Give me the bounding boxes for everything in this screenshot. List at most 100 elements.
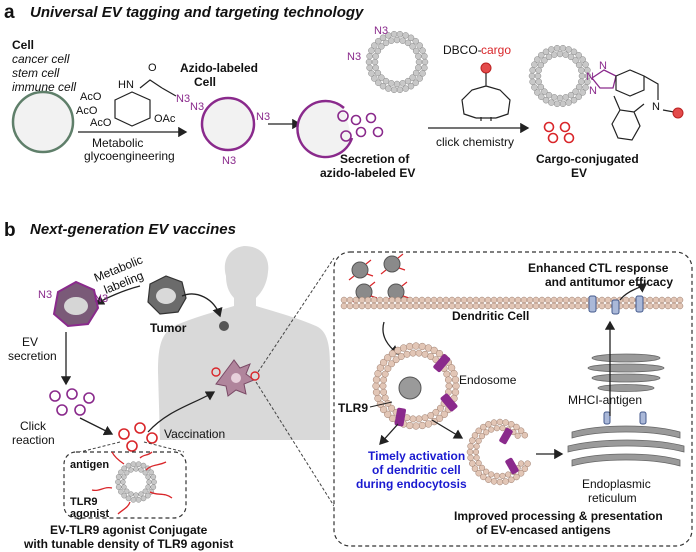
sugar-n3: N3 [176, 93, 190, 105]
lipid-bead [115, 484, 122, 490]
membrane-bead [418, 302, 426, 310]
membrane-bead [574, 296, 582, 304]
membrane-bead [346, 302, 354, 310]
membrane-bead [418, 296, 426, 304]
lipid-bead [393, 80, 401, 88]
lipid-bead [392, 356, 400, 364]
dbco-prefix: DBCO- [443, 43, 482, 57]
lipid-bead [151, 479, 157, 485]
conjugate-caption-1: EV-TLR9 agonist Conjugate [50, 523, 208, 537]
lipid-bead [402, 32, 409, 39]
lipid-bead [140, 462, 147, 469]
lipid-bead [578, 72, 586, 80]
lipid-bead [541, 88, 548, 95]
membrane-bead [532, 296, 540, 304]
cell-type-2: stem cell [12, 66, 60, 80]
lipid-bead [469, 460, 476, 467]
lipid-bead [471, 432, 479, 439]
membrane-bead [664, 302, 672, 310]
lipid-bead [419, 70, 426, 77]
lipid-bead [148, 469, 154, 476]
membrane-bead [628, 302, 636, 310]
source-cell-circle [11, 90, 75, 154]
lipid-bead [404, 39, 412, 47]
lipid-bead [542, 48, 550, 56]
azido-cell-label-1: Azido-labeled [180, 61, 258, 75]
secretion-label-1: Secretion of [340, 152, 410, 166]
conjugate-caption-2: with tunable density of TLR9 agonist [23, 537, 233, 551]
arrow-metabolic-labeling [94, 285, 141, 305]
membrane-bead [652, 296, 660, 304]
triazole-n-mid: N [586, 71, 594, 83]
membrane-bead [406, 296, 414, 304]
azide-label-3: N3 [222, 155, 236, 167]
vaccination-label: Vaccination [164, 427, 225, 441]
lipid-bead [138, 467, 144, 473]
dendritic-membrane [340, 296, 684, 310]
conjugated-ev-group: N N N N Cargo-conjugated EV [528, 44, 684, 180]
arrow-ctl [619, 283, 648, 301]
metabolic-label-2: glycoengineering [84, 149, 175, 163]
lipid-bead [412, 422, 420, 430]
membrane-bead [430, 302, 438, 310]
lipid-bead [579, 89, 586, 96]
lipid-bead [572, 57, 579, 64]
ctl-response-2: and antitumor efficacy [545, 275, 673, 289]
lipid-bead [567, 53, 575, 61]
membrane-bead [622, 296, 630, 304]
lipid-bead [451, 388, 460, 396]
lipid-bead [475, 469, 482, 477]
lipid-bead [582, 84, 589, 91]
membrane-bead [436, 296, 444, 304]
lipid-bead [538, 93, 545, 101]
lipid-bead [469, 437, 476, 444]
lipid-bead [572, 88, 579, 95]
lipid-bead [480, 423, 487, 431]
panel-b-heading: Next-generation EV vaccines [30, 221, 236, 238]
source-cell-group: Cell cancer cell stem cell immune cell [11, 38, 76, 154]
lipid-bead [121, 474, 127, 480]
mechanism-box [333, 251, 693, 547]
membrane-bead [562, 302, 570, 310]
lipid-bead [562, 94, 569, 101]
lipid-bead [416, 42, 423, 49]
lipid-bead [582, 61, 589, 68]
lipid-bead [534, 56, 541, 63]
lipid-bead [517, 470, 525, 477]
timely-1: Timely activation [368, 449, 465, 463]
lipid-bead [371, 75, 378, 82]
lipid-bead [513, 423, 520, 431]
conjugated-ev-bilayer [528, 44, 592, 108]
red-ev-cluster [118, 422, 158, 452]
membrane-bead [502, 296, 510, 304]
panel-a-heading: Universal EV tagging and targeting techn… [30, 4, 364, 21]
membrane-bead [424, 296, 432, 304]
lipid-bead [382, 77, 390, 85]
lipid-bead [502, 478, 509, 485]
conjugate-tlr9-label-2: agonist [70, 508, 109, 520]
lipid-bead [553, 44, 561, 52]
lipid-bead [371, 42, 378, 49]
sugar-o: O [148, 62, 157, 74]
ring-n: N [652, 101, 660, 113]
cargo-ball [480, 62, 492, 74]
membrane-bead [646, 296, 654, 304]
membrane-bead [568, 296, 576, 304]
azide-label-1: N3 [190, 101, 204, 113]
membrane-bead [430, 296, 438, 304]
lipid-bead [578, 67, 585, 74]
lipid-bead [450, 369, 458, 378]
membrane-bead [340, 302, 348, 310]
lipid-bead [406, 421, 414, 430]
lipid-bead [146, 479, 152, 485]
lipid-bead [421, 58, 429, 66]
lipid-bead [483, 468, 490, 475]
membrane-bead [352, 302, 360, 310]
membrane-bead [598, 296, 606, 304]
lipid-bead [379, 405, 388, 414]
membrane-bead [676, 302, 684, 310]
lipid-bead [565, 46, 572, 53]
lipid-bead [140, 495, 147, 502]
membrane-bead [442, 296, 450, 304]
conjugate-antigen-label: antigen [70, 459, 109, 471]
